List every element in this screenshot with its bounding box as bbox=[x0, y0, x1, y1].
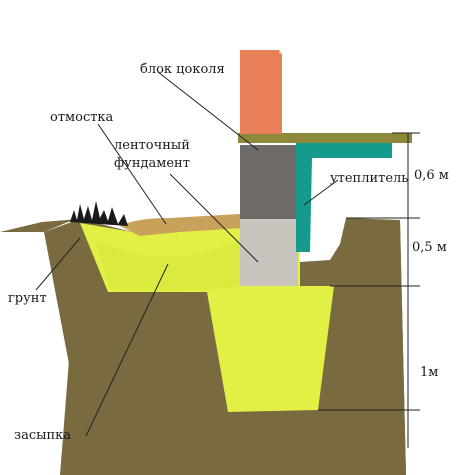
dimension-label-1: 1м bbox=[420, 365, 438, 380]
leader-backfill bbox=[85, 263, 169, 437]
watermark-line2: Советы bbox=[322, 33, 379, 50]
floor-slab bbox=[238, 133, 412, 143]
cavity bbox=[300, 158, 380, 262]
insulation-shape bbox=[296, 143, 392, 252]
label-insulation: утеплитель bbox=[330, 171, 408, 186]
foundation-upper bbox=[240, 145, 298, 219]
label-blind-area: отмостка bbox=[50, 110, 114, 125]
label-strip-foundation-2: фундамент bbox=[114, 156, 190, 171]
watermark-line1: Строительство bbox=[322, 13, 436, 30]
leader-plinth bbox=[157, 71, 259, 151]
leader-soil bbox=[35, 237, 81, 291]
dimension-label-0-6: 0,6 м bbox=[414, 168, 449, 183]
label-plinth-block: блок цоколя bbox=[140, 62, 225, 77]
leader-blind-area bbox=[97, 123, 167, 225]
label-strip-foundation-1: ленточный bbox=[114, 138, 190, 153]
foundation-lower bbox=[240, 218, 298, 286]
label-backfill: засыпка bbox=[14, 428, 71, 443]
grass bbox=[70, 201, 128, 226]
house-icon bbox=[273, 13, 319, 54]
leader-foundation bbox=[169, 173, 259, 263]
leader-insulation bbox=[303, 179, 339, 206]
blind-area-shape bbox=[120, 214, 242, 236]
label-soil: грунт bbox=[8, 291, 47, 306]
watermark-logo: Строительство Советы bbox=[273, 13, 436, 54]
dimension-label-0-5: 0,5 м bbox=[412, 240, 447, 255]
plinth-brick bbox=[240, 50, 282, 134]
